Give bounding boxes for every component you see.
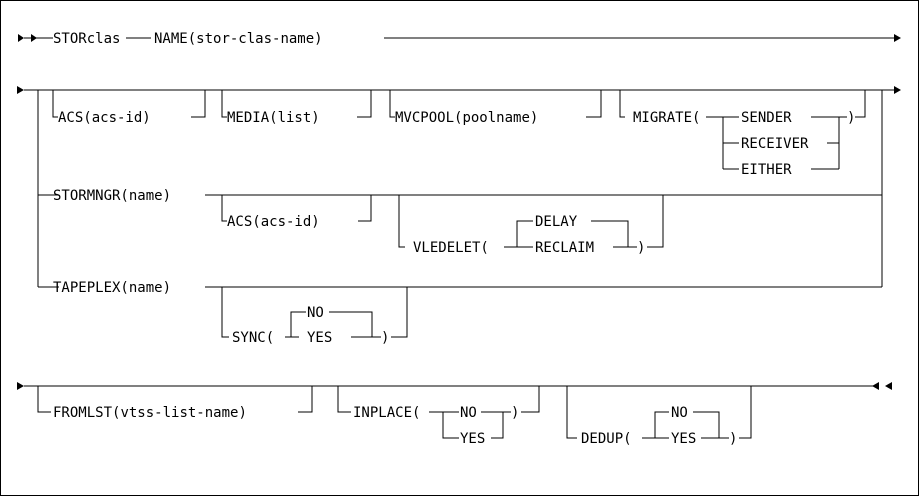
- continuation-arrow-right: [894, 34, 901, 42]
- migrate-option-sender: SENDER: [741, 110, 792, 126]
- sync-option-yes: YES: [307, 330, 332, 346]
- migrate-option-receiver: RECEIVER: [741, 136, 809, 152]
- continuation-arrow-left: [17, 86, 24, 94]
- dedup-option-yes: YES: [671, 431, 696, 447]
- migrate-option-either: EITHER: [741, 162, 792, 178]
- acs-param: ACS(acs-id): [58, 110, 151, 126]
- name-close: ): [314, 31, 322, 47]
- vledelet-keyword: VLEDELET(: [413, 240, 489, 256]
- sync-keyword: SYNC(: [232, 330, 274, 346]
- continuation-arrow-left-2: [17, 382, 24, 390]
- inplace-keyword: INPLACE(: [353, 405, 420, 421]
- start-arrows: [18, 34, 53, 42]
- name-keyword: NAME(stor-clas-name): [154, 31, 323, 47]
- sync-close: ): [381, 330, 389, 346]
- fromlst-param: FROMLST(vtss-list-name): [53, 405, 247, 421]
- acs2-param: ACS(acs-id): [227, 214, 320, 230]
- inplace-close: ): [511, 405, 519, 421]
- dedup-close: ): [729, 431, 737, 447]
- keyword-storclas: STORclas: [53, 31, 120, 47]
- dedup-keyword: DEDUP(: [581, 431, 632, 447]
- name-kw: NAME(: [154, 31, 196, 47]
- tapeplex-param: TAPEPLEX(name): [53, 280, 171, 296]
- vledelet-close: ): [637, 240, 645, 256]
- migrate-close: ): [847, 110, 855, 126]
- media-param: MEDIA(list): [227, 110, 320, 126]
- end-arrow-1: [872, 382, 879, 390]
- name-var: stor-clas-name: [196, 31, 314, 47]
- inplace-option-no: NO: [460, 405, 477, 421]
- sync-option-no: NO: [307, 305, 324, 321]
- mvcpool-param: MVCPOOL(poolname): [395, 110, 538, 126]
- stormngr-param: STORMNGR(name): [53, 188, 171, 204]
- continuation-arrow-right-2: [894, 86, 901, 94]
- dedup-option-no: NO: [671, 405, 688, 421]
- inplace-option-yes: YES: [460, 431, 485, 447]
- vledelet-option-reclaim: RECLAIM: [535, 240, 594, 256]
- migrate-keyword: MIGRATE(: [633, 110, 700, 126]
- end-arrow-2: [885, 382, 892, 390]
- vledelet-option-delay: DELAY: [535, 214, 578, 230]
